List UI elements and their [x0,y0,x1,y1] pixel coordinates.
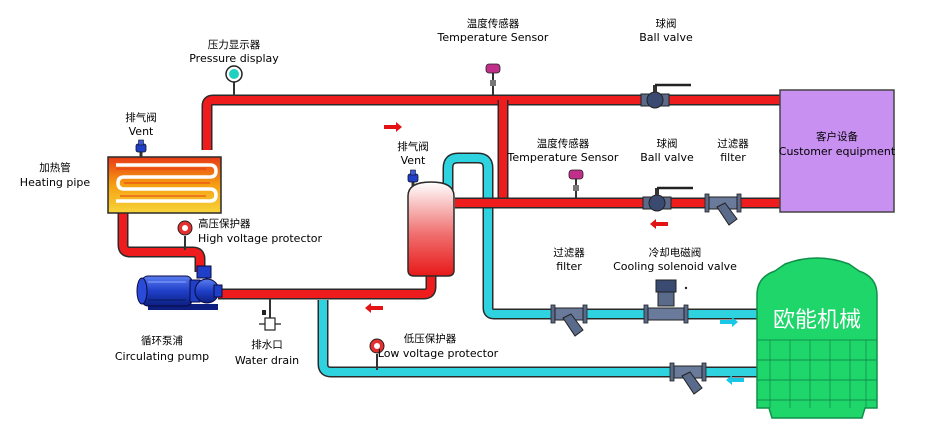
vent-icon [407,169,419,186]
water-drain-label-cn: 排水口 [251,338,283,351]
pressure-display-label-en: Pressure display [189,52,279,65]
pump-label-cn: 循环泵浦 [141,334,183,347]
heating-pipe-label-cn: 加热管 [39,161,71,174]
temp-sensor-mid-label-cn: 温度传感器 [537,137,590,150]
pressure-switch-icon [369,338,385,370]
heating-pipe-label-en: Heating pipe [20,176,91,189]
temp-sensor-mid-label-en: Temperature Sensor [507,151,619,164]
ball-valve-top-label-cn: 球阀 [656,17,677,30]
storage-tank [407,181,455,277]
y-filter-icon [550,304,588,337]
temp-sensor-top-label-en: Temperature Sensor [437,31,549,44]
customer-equipment-label-cn: 客户设备 [816,130,858,143]
cooling-tower-label: 欧能机械 [773,308,861,333]
drain-valve-icon [259,298,281,331]
filter-mid-label-cn: 过滤器 [717,137,749,150]
flow-arrow-icon [720,317,738,327]
vent-tank-label-en: Vent [401,154,426,167]
high-voltage-label-cn: 高压保护器 [198,217,251,230]
vent-icon [135,139,147,157]
ball-valve-top-label-en: Ball valve [639,31,693,44]
vent-heater-label-cn: 排气阀 [125,111,157,124]
low-voltage-label-en: Low voltage protector [378,347,499,360]
pressure-display-label-cn: 压力显示器 [208,38,261,51]
solenoid-label-en: Cooling solenoid valve [613,260,737,273]
ball-valve-icon [640,83,691,109]
thermometer-icon [568,169,584,198]
water-drain-label-en: Water drain [235,354,299,367]
vent-tank-label-cn: 排气阀 [397,140,429,153]
cold-pipe-network [317,152,760,378]
flow-arrows [365,122,744,385]
ball-valve-icon [642,186,693,212]
gauge-icon [225,65,243,96]
flow-arrow-icon [650,219,668,229]
high-voltage-label-en: High voltage protector [198,232,323,245]
customer-equipment-label-en: Customer equipment [779,145,896,158]
heating-pipe [107,156,222,214]
customer-equipment-box [779,89,895,213]
flow-arrow-icon [726,375,744,385]
pump-label-en: Circulating pump [115,350,209,363]
pressure-switch-icon [177,220,193,250]
ball-valve-mid-label-cn: 球阀 [657,137,678,150]
thermometer-icon [485,63,501,95]
filter-low-label-cn: 过滤器 [553,246,585,259]
low-voltage-label-cn: 低压保护器 [404,332,457,345]
ball-valve-mid-label-en: Ball valve [640,151,694,164]
filter-mid-label-en: filter [720,151,746,164]
y-filter-icon [704,193,742,226]
cooling-tower [756,257,878,419]
vent-heater-label-en: Vent [129,125,154,138]
pump-icon [136,265,223,310]
solenoid-label-cn: 冷却电磁阀 [649,246,702,259]
flow-arrow-icon [384,122,402,132]
hot-pipe-network [117,94,780,300]
y-filter-icon [669,362,707,395]
temp-sensor-top-label-cn: 温度传感器 [467,17,520,30]
filter-low-label-en: filter [556,260,582,273]
flow-arrow-icon [365,303,383,313]
solenoid-valve-icon [643,279,689,324]
